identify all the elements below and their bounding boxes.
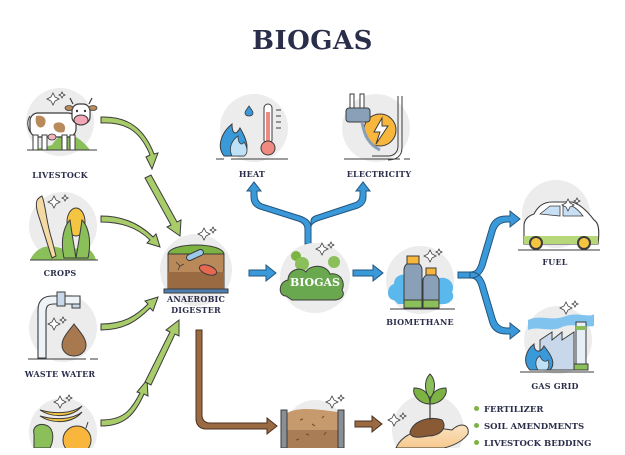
faucet-drop-icon (28, 291, 98, 362)
label-waste-water: WASTE WATER (24, 369, 96, 379)
plug-lightning-icon (342, 93, 410, 162)
arrow-livestock (100, 116, 159, 171)
arrow-biogas-to-biomethane (352, 263, 384, 283)
label-crops: CROPS (43, 268, 77, 278)
arrow-livestock-digester (144, 174, 182, 237)
digestate-uses-list: FERTILIZER SOIL AMENDMENTS LIVESTOCK BED… (474, 404, 591, 455)
arrow-digester-to-digestate (195, 329, 278, 436)
label-digester-line2: DIGESTER (171, 305, 221, 315)
list-item: FERTILIZER (474, 404, 591, 421)
car-icon (518, 180, 600, 251)
flame-thermometer-icon (216, 94, 288, 162)
bullet-dot-icon (474, 406, 479, 411)
input-arrows (100, 116, 182, 427)
fruit-waste-icon (29, 394, 97, 448)
label-livestock: LIVESTOCK (32, 170, 88, 180)
label-biomethane: BIOMETHANE (386, 317, 454, 327)
label-gas-grid: GAS GRID (531, 381, 579, 391)
label-fuel: FUEL (542, 257, 568, 267)
hands-seedling-icon (387, 373, 469, 448)
arrow-food-waste-digester (144, 318, 180, 386)
label-digester-line1: ANAEROBIC (166, 294, 226, 304)
arrow-biomethane-split (457, 209, 521, 341)
label-heat: HEAT (238, 169, 266, 179)
arrow-food-waste (100, 378, 149, 427)
cow-icon (26, 88, 98, 156)
bullet-dot-icon (474, 440, 479, 445)
blue-arrows (245, 181, 521, 341)
brown-arrows (195, 329, 383, 436)
arrow-crops (100, 215, 161, 248)
factory-flame-icon (520, 300, 594, 374)
digester-bacteria-icon (160, 226, 232, 306)
list-item: LIVESTOCK BEDDING (474, 438, 591, 455)
digestate-container-icon (280, 394, 345, 448)
arrow-digester-to-biogas (248, 263, 277, 283)
arrow-digestate-to-soil (354, 414, 383, 434)
gas-cloud-icon (279, 241, 350, 313)
list-item: SOIL AMENDMENTS (474, 421, 591, 438)
gas-cylinders-icon (386, 246, 455, 314)
arrow-waste-water (100, 296, 159, 331)
label-electricity: ELECTRICITY (346, 169, 412, 179)
arrow-biogas-to-heat-electricity (245, 181, 372, 245)
bullet-dot-icon (474, 423, 479, 428)
diagram-title: BIOGAS (252, 26, 373, 56)
corn-wheat-icon (29, 192, 98, 261)
label-biogas: BIOGAS (290, 276, 340, 289)
